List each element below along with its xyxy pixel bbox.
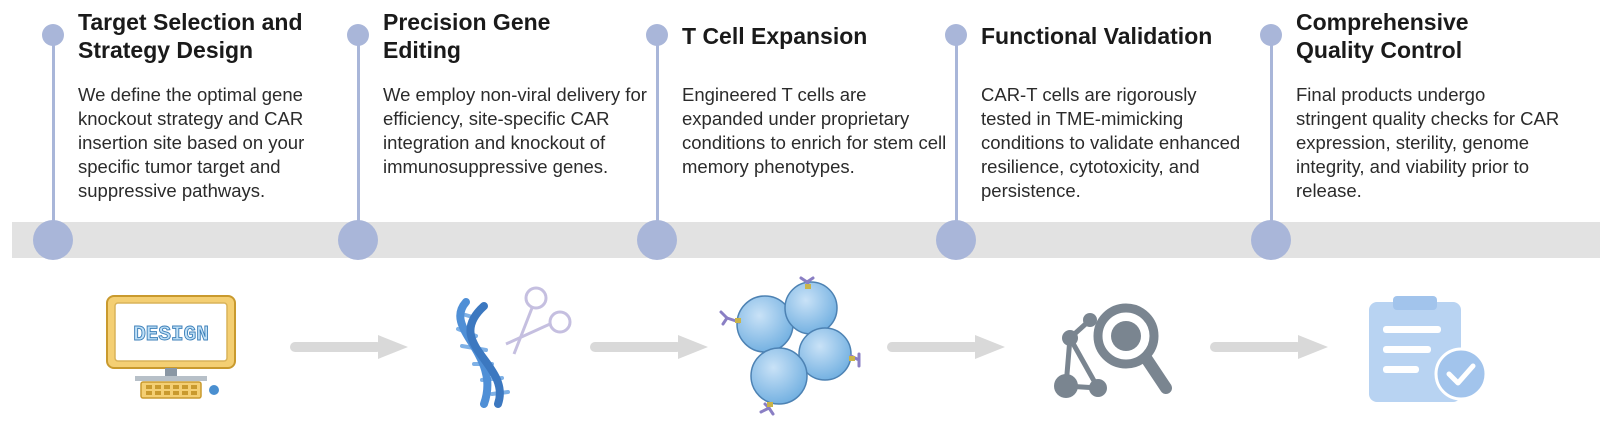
timeline-stem (357, 36, 360, 222)
magnifier-network-icon (1054, 303, 1172, 398)
timeline-band (12, 222, 1600, 258)
timeline-stem (1270, 36, 1273, 222)
step-gene-editing: Precision Gene Editing We employ non-vir… (315, 0, 647, 427)
step-description: Engineered T cells are expanded under pr… (682, 84, 947, 177)
timeline-dot-small (347, 24, 369, 46)
timeline-node (33, 220, 73, 260)
design-label: DESIGN (133, 324, 209, 347)
step-target-selection: Target Selection and Strategy Design We … (10, 0, 310, 427)
timeline-node (936, 220, 976, 260)
step-functional-validation: Functional Validation CAR-T cells are ri… (913, 0, 1240, 427)
dna-scissors-icon (456, 286, 572, 408)
timeline-dot-small (42, 24, 64, 46)
arrow-right-icon (887, 335, 1005, 359)
clipboard-check-icon (1369, 296, 1488, 402)
timeline-stem (52, 36, 55, 222)
step-title: Precision Gene Editing (383, 9, 551, 63)
step-description: We define the optimal gene knockout stra… (78, 84, 305, 201)
step-title: Target Selection and Strategy Design (78, 9, 303, 63)
t-cells-icon (719, 276, 861, 416)
step-title: Comprehensive Quality Control (1296, 9, 1469, 63)
timeline-node (1251, 220, 1291, 260)
timeline-dot-small (945, 24, 967, 46)
timeline-stem (656, 36, 659, 222)
timeline-node (338, 220, 378, 260)
step-description: Final products undergo stringent quality… (1296, 84, 1560, 201)
step-description: We employ non-viral delivery for efficie… (383, 84, 647, 177)
step-title: T Cell Expansion (682, 23, 868, 49)
computer-design-icon: DESIGN (106, 295, 236, 399)
arrow-right-icon (290, 335, 408, 359)
timeline-dot-small (646, 24, 668, 46)
arrow-right-icon (1210, 335, 1328, 359)
step-title: Functional Validation (981, 23, 1213, 49)
timeline-dot-small (1260, 24, 1282, 46)
step-description: CAR-T cells are rigorously tested in TME… (981, 84, 1241, 201)
timeline-node (637, 220, 677, 260)
step-quality-control: Comprehensive Quality Control Final prod… (1228, 0, 1559, 427)
arrow-right-icon (590, 335, 708, 359)
step-t-cell-expansion: T Cell Expansion Engineered T cells are … (614, 0, 946, 427)
timeline-stem (955, 36, 958, 222)
